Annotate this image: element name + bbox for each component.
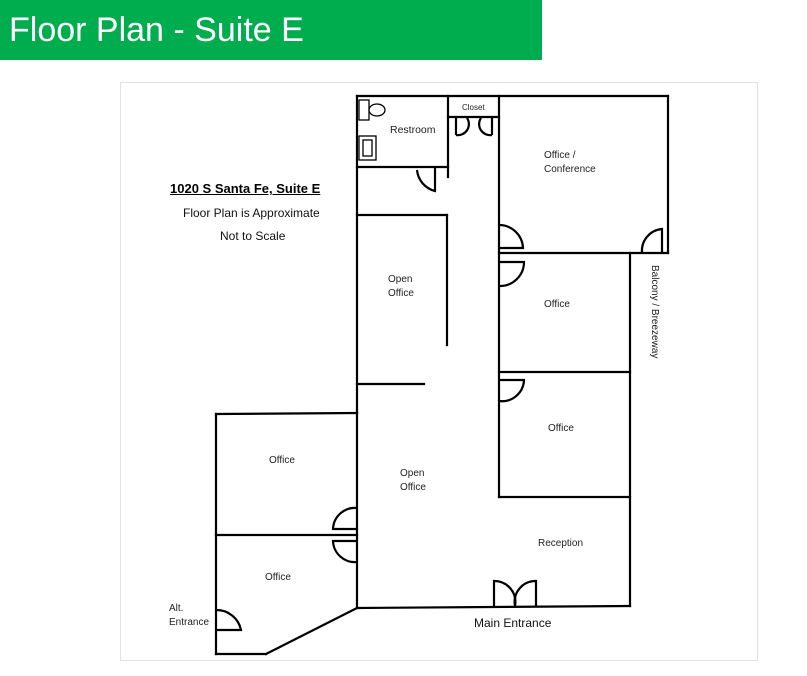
room-label-office-conference-2: Conference [544, 164, 596, 175]
address-heading: 1020 S Santa Fe, Suite E [170, 181, 321, 196]
doors [215, 117, 664, 632]
room-label-reception: Reception [538, 538, 584, 549]
title-banner: Floor Plan - Suite E [0, 0, 542, 60]
room-label-closet: Closet [462, 103, 485, 112]
room-label-office-conference-1: Office / [544, 150, 576, 161]
scale-note: Not to Scale [220, 229, 286, 243]
alt-entrance-label-1: Alt. [169, 603, 184, 614]
room-label-open-office-upper-2: Office [388, 288, 414, 299]
balcony-breezeway-label: Balcony / Breezeway [649, 265, 660, 359]
room-label-office-right-upper: Office [544, 299, 570, 310]
room-label-restroom: Restroom [390, 124, 436, 136]
room-label-office-right-lower: Office [548, 423, 574, 434]
room-label-open-office-lower-1: Open [400, 468, 425, 479]
restroom-fixtures [358, 99, 386, 161]
page-title: Floor Plan - Suite E [9, 11, 304, 49]
floor-plan-frame [120, 82, 758, 661]
room-label-office-left-upper: Office [269, 455, 295, 466]
room-label-office-left-lower: Office [265, 572, 291, 583]
alt-entrance-label-2: Entrance [169, 617, 210, 628]
room-label-open-office-upper-1: Open [388, 274, 413, 285]
room-label-open-office-lower-2: Office [400, 482, 426, 493]
main-entrance-label: Main Entrance [474, 616, 552, 630]
approximate-note: Floor Plan is Approximate [183, 206, 320, 220]
